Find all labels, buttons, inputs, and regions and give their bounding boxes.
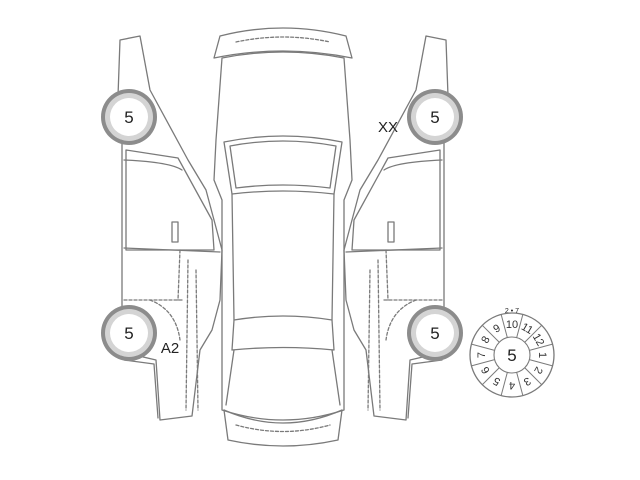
sticker-month-12: 12 <box>530 332 547 349</box>
sticker-month-5: 5 <box>491 374 502 387</box>
sticker-segment-divider <box>471 343 495 351</box>
top-view-car <box>213 27 353 447</box>
wheel-right-front-value: 5 <box>430 108 439 127</box>
wheel-right-rear[interactable]: 5 <box>407 305 463 361</box>
sticker-segment-divider <box>481 367 500 386</box>
wheel-right-front[interactable]: 5 <box>407 89 463 145</box>
sticker-month-9: 9 <box>491 322 502 335</box>
right-side-car <box>343 35 449 421</box>
windshield <box>231 315 335 351</box>
rear-spoiler <box>213 27 353 59</box>
sticker-segment-divider <box>516 314 524 338</box>
sticker-month-7: 7 <box>476 352 488 358</box>
left-side-car <box>117 35 223 421</box>
sticker-year-text: 2 • 7 <box>505 308 519 315</box>
sticker-segment-divider <box>500 314 508 338</box>
sticker-segment-divider <box>529 359 553 367</box>
sticker-month-8: 8 <box>479 334 492 345</box>
left-side-window <box>125 149 215 251</box>
wheel-left-front[interactable]: 5 <box>101 89 157 145</box>
front-bumper <box>223 409 343 447</box>
sticker-inner-ring <box>493 336 531 374</box>
sticker-segment-divider <box>529 343 553 351</box>
sticker-segment-divider <box>481 324 500 343</box>
sticker-segment-divider <box>524 324 543 343</box>
wheel-left-front-value: 5 <box>124 108 133 127</box>
sticker-month-11: 11 <box>519 321 535 337</box>
right-side-outline <box>343 35 449 421</box>
wheel-left-rear-value: 5 <box>124 324 133 343</box>
sticker-segment-divider <box>524 367 543 386</box>
sticker-segment-divider <box>500 372 508 396</box>
damage-mark-a2[interactable]: A2 <box>161 340 179 357</box>
sticker-month-10: 10 <box>506 319 518 331</box>
damage-mark-xx[interactable]: XX <box>378 119 398 136</box>
sticker-segment-divider <box>516 372 524 396</box>
right-side-window <box>351 149 441 251</box>
sticker-month-2: 2 <box>531 364 544 375</box>
top-body-outline <box>213 51 353 421</box>
wheel-left-rear[interactable]: 5 <box>101 305 157 361</box>
sticker-center-value: 5 <box>507 346 516 365</box>
wheel-right-rear-value: 5 <box>430 324 439 343</box>
sticker-month-1: 1 <box>536 352 548 358</box>
sticker-month-3: 3 <box>521 374 532 387</box>
sticker-segment-divider <box>471 359 495 367</box>
left-side-outline <box>117 35 223 421</box>
sticker-month-4: 4 <box>509 379 515 391</box>
sticker-month-6: 6 <box>479 364 492 375</box>
